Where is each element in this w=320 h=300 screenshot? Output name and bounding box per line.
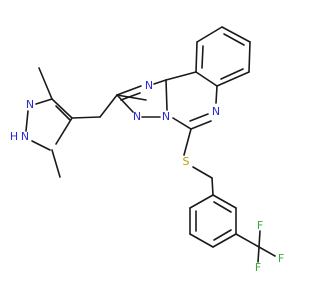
bond-c6a-n6 (215, 85, 218, 104)
bond-n6-c5 (190, 120, 212, 130)
bond-c3-methyl (38, 67, 53, 100)
bond-c-f-bottom (257, 246, 260, 263)
bond-c10a-c6a (195, 71, 218, 87)
bond-p1 (189, 194, 214, 209)
atom-sulfur: S (183, 155, 190, 168)
atom-quinazoline-n: N (212, 105, 220, 118)
atom-fluorine-right: F (278, 252, 284, 265)
bond-c2-n3 (116, 94, 134, 113)
bond-aryl-cf3 (235, 233, 260, 248)
pyrazole-ring (25, 67, 101, 178)
bond-c10b-n4 (165, 79, 168, 111)
molecule-diagram: N H N N N N N S F F F (9, 26, 285, 274)
bond-p4-inner (213, 229, 232, 241)
bond-c-f-top (258, 230, 261, 248)
bond-b1-inner (201, 45, 204, 69)
atom-pyrazole-n: N (26, 98, 34, 111)
bond-b3-inner (223, 33, 245, 46)
bond-c3-c4-inner (55, 105, 71, 121)
bond-c5-methyl (51, 149, 61, 178)
quinazoline-ring (165, 71, 218, 156)
trifluoromethyl-group (235, 230, 276, 263)
bond-b1 (195, 41, 198, 73)
atom-triazole-n-left: N (133, 110, 141, 123)
bond-b4 (248, 41, 251, 73)
bond-c3-n2 (35, 98, 53, 105)
bond-c5-n4 (172, 117, 192, 130)
bond-c2-n1 (116, 85, 142, 96)
bond-c2-n1-inner (120, 92, 141, 101)
bond-b5-inner (220, 68, 244, 80)
bond-p6-inner (213, 201, 232, 213)
bond-linker (99, 94, 118, 118)
lower-benzene-ring (189, 194, 237, 248)
bond-n1-c10b (153, 79, 167, 85)
bond-b2 (196, 26, 223, 43)
bond-c-f-right (258, 246, 276, 257)
bond-c10b-c10a (165, 71, 197, 81)
bond-c3-c4 (51, 98, 73, 119)
bond-p6 (212, 194, 237, 209)
bond-n6-c5-inner (189, 113, 209, 122)
bond-c2-c2a (116, 94, 147, 101)
bond-p4 (212, 233, 237, 248)
bond-p3 (189, 233, 214, 248)
atom-pyrazole-nh: N (21, 130, 29, 143)
bond-n2-n1 (25, 110, 29, 132)
bond-c5-s (183, 128, 192, 156)
bond-c4-ch2 (71, 116, 101, 119)
bond-b3 (221, 26, 251, 43)
bond-ch2-aryl (211, 177, 214, 196)
atom-triazole-n-bridge: N (162, 110, 170, 123)
atom-triazole-n-top: N (145, 79, 153, 92)
benzo-ring (195, 26, 251, 87)
bond-c4-c5 (55, 117, 73, 145)
triazole-ring (116, 79, 168, 118)
bond-n1-c5 (31, 140, 51, 151)
atom-pyrazole-h: H (10, 130, 18, 143)
atom-fluorine-top: F (257, 219, 263, 232)
atom-fluorine-bottom: F (255, 261, 261, 274)
bond-b5 (216, 71, 250, 87)
bond-s-ch2 (192, 166, 213, 179)
structure-svg: N H N N N N N S F F F (10, 26, 284, 274)
